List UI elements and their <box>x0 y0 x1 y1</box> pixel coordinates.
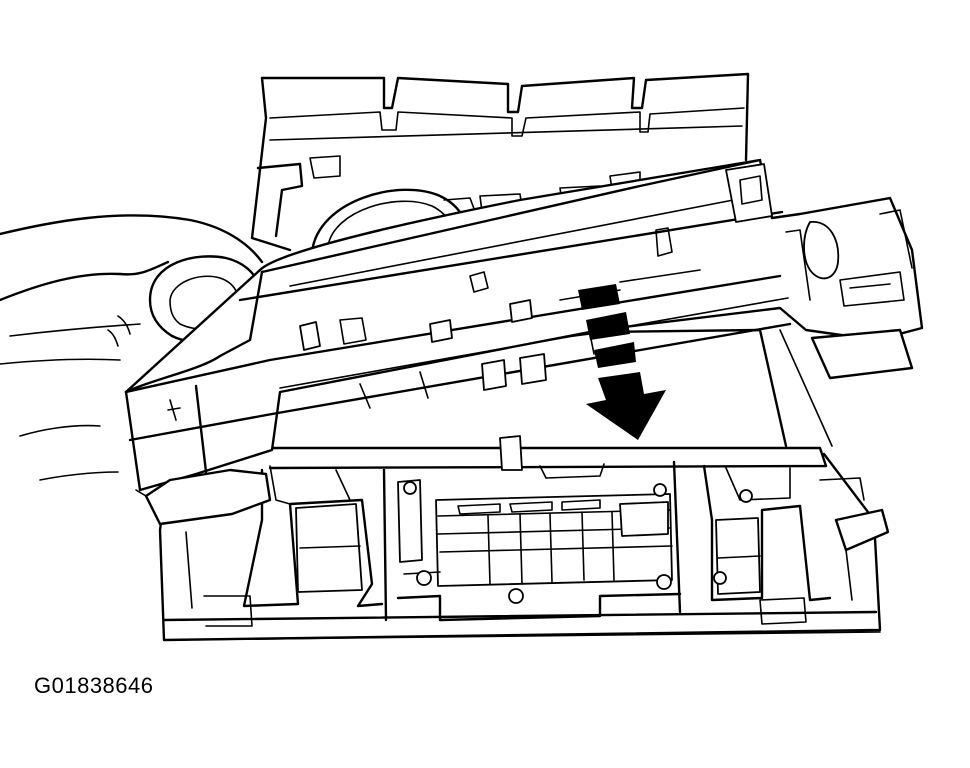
figure-id-label: G01838646 <box>34 673 154 698</box>
base-unit <box>158 328 890 642</box>
upper-unit <box>124 158 924 526</box>
arrow-down-icon <box>578 284 666 440</box>
housing-back-panel <box>250 72 750 254</box>
